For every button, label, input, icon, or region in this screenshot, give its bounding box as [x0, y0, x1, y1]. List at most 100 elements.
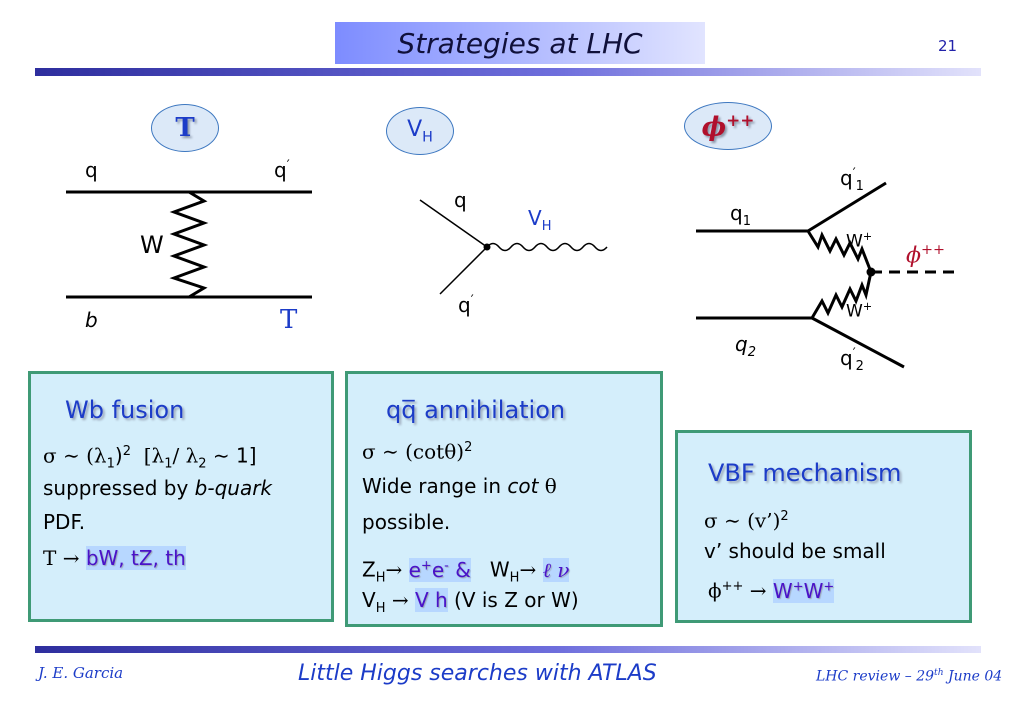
wb-suppressed-a: suppressed by — [43, 476, 195, 500]
qq-WH-main: W — [489, 557, 510, 582]
qq-heading-rest: annihilation — [416, 396, 566, 424]
oval-VH-text: VH — [407, 117, 433, 145]
vbf-W1: W — [772, 578, 793, 603]
vbf-phi: ϕ — [708, 578, 722, 603]
VH-boson-label: VH — [528, 206, 551, 234]
wb-sigma-sub1: 1 — [106, 456, 115, 472]
phi-q2p-prime: ′ — [852, 346, 856, 362]
bottom-divider-bar — [35, 646, 981, 653]
qq-annihilation-heading: qq̅ annihilation — [386, 396, 565, 424]
qq-VH-rest: (V is Z or W) — [447, 588, 579, 612]
phi-q2-label: q2 — [735, 332, 756, 360]
phi-q1p-label: q′1 — [840, 166, 864, 194]
qq-ee-pair: e+e- & — [408, 557, 471, 582]
qq-ZH-arrow: → — [385, 557, 409, 582]
wb-bracket-end: ∼ 1] — [206, 443, 257, 468]
vbf-arrow: → — [743, 578, 773, 603]
qq-possible-line: possible. — [362, 510, 451, 534]
footer-date-day: 29 — [916, 668, 935, 685]
phi-q2-sub: 2 — [747, 345, 756, 360]
VH-quark-bottom — [439, 246, 488, 295]
phi-w-bot-sup: + — [862, 300, 873, 313]
vbf-decay-line: ϕ++ → W+W+ — [708, 575, 835, 603]
footer-talk-title: Little Higgs searches with ATLAS — [298, 661, 657, 686]
phi-q1p-line — [807, 181, 887, 233]
wb-sigma-a: σ ∼ (λ — [43, 443, 107, 468]
phi-q1-main: q — [730, 201, 743, 225]
qq-e1: e — [408, 557, 421, 582]
oval-label-phi: ϕ++ — [684, 102, 772, 150]
wb-pdf-line: PDF. — [43, 510, 86, 534]
phi-q1p-prime: ′ — [852, 166, 856, 182]
qq-heading-q: q — [386, 396, 402, 424]
phi-out-main: ϕ — [906, 243, 921, 269]
T-q-out-label: q′ — [274, 158, 290, 182]
vbf-phi-sup: ++ — [721, 579, 744, 594]
VH-boson-sub: H — [541, 219, 552, 234]
VH-q-bottom-main: q — [458, 293, 471, 317]
qq-amp: & — [448, 557, 471, 582]
wb-bracket-slash: / λ — [172, 443, 199, 468]
qq-Vh: V h — [414, 588, 448, 612]
wb-decay-line: T → bW, tZ, th — [43, 546, 186, 570]
qq-range-a: Wide range in — [362, 474, 508, 498]
w-boson-zigzag — [169, 190, 209, 299]
oval-VH-main: V — [407, 116, 423, 142]
qq-VH-arrow: → — [385, 588, 415, 612]
wb-decay-a: T → — [43, 546, 86, 570]
vbf-W2-sup: + — [823, 579, 835, 594]
qq-sigma-a: σ ∼ (cotθ) — [362, 439, 465, 464]
phi-q1p-main: q — [840, 166, 853, 190]
phi-q1p-sub: 1 — [855, 179, 864, 194]
oval-label-T: T — [151, 104, 219, 152]
qq-decay-line-1: ZH→ e+e- & WH→ ℓ ν — [362, 554, 570, 591]
qq-WH-sub: H — [509, 570, 520, 586]
footer-meeting: LHC review — [816, 668, 901, 685]
phi-w-bottom-zigzag — [810, 271, 873, 319]
qq-VH-main: V — [362, 588, 376, 612]
top-divider-bar — [35, 68, 981, 76]
qq-e2-sup: - — [444, 558, 449, 573]
oval-label-VH: VH — [386, 107, 454, 155]
qq-e1-sup: + — [420, 558, 432, 573]
qq-lnu: ℓ ν — [542, 557, 570, 582]
phi-w-top-main: W — [846, 231, 863, 252]
T-q-out-main: q — [274, 158, 287, 182]
VH-q-bottom-prime: ′ — [470, 293, 474, 309]
title-banner: Strategies at LHC — [335, 22, 705, 64]
oval-phi-sup: ++ — [726, 109, 755, 130]
wb-bracket-sub3: 2 — [198, 456, 207, 472]
phi-q2-main: q — [735, 332, 748, 356]
qq-ZH-main: Z — [362, 557, 376, 582]
qq-e2: e — [431, 557, 445, 582]
wb-fusion-heading: Wb fusion — [65, 396, 185, 424]
qq-annihilation-box: qq̅ annihilation σ ∼ (cotθ)2 Wide range … — [345, 371, 663, 627]
vbf-W2: W — [803, 578, 824, 603]
page-number: 21 — [938, 37, 958, 55]
phi-w-bottom-label: W+ — [846, 300, 872, 322]
T-b-label: b — [85, 308, 98, 332]
footer-meeting-date: LHC review – 29th June 04 — [816, 668, 1002, 685]
oval-phi-main: ϕ — [701, 112, 727, 143]
qq-sigma-line: σ ∼ (cotθ)2 — [362, 436, 472, 464]
phi-q2p-main: q — [840, 346, 853, 370]
footer-date-sep: – — [900, 668, 917, 685]
phi-q2p-label: q′2 — [840, 346, 864, 374]
vbf-small-line: v’ should be small — [704, 539, 886, 563]
qq-range-cot: cot — [507, 474, 539, 498]
VH-q-top-label: q — [454, 188, 467, 212]
footer-date-suffix: th — [934, 668, 944, 678]
phi-out-sup: ++ — [921, 242, 945, 258]
VH-quark-top — [419, 199, 488, 248]
phi-q1-sub: 1 — [742, 214, 751, 229]
wb-sigma-line: σ ∼ (λ1)2 [λ1/ λ2 ∼ 1] — [43, 440, 257, 477]
VH-boson-wave — [486, 242, 608, 252]
qq-decay-line-2: VH → V h (V is Z or W) — [362, 588, 579, 621]
wb-fusion-box: Wb fusion σ ∼ (λ1)2 [λ1/ λ2 ∼ 1] suppres… — [28, 371, 334, 622]
phi-w-top-zigzag — [806, 230, 873, 273]
wb-bracket-a: [λ — [143, 443, 165, 468]
vbf-mechanism-box: VBF mechanism σ ∼ (v’)2 v’ should be sma… — [675, 430, 972, 623]
VH-q-bottom-label: q′ — [458, 293, 474, 317]
T-q-out-prime: ′ — [286, 158, 290, 174]
qq-heading-qbar: q̅ — [401, 396, 417, 424]
